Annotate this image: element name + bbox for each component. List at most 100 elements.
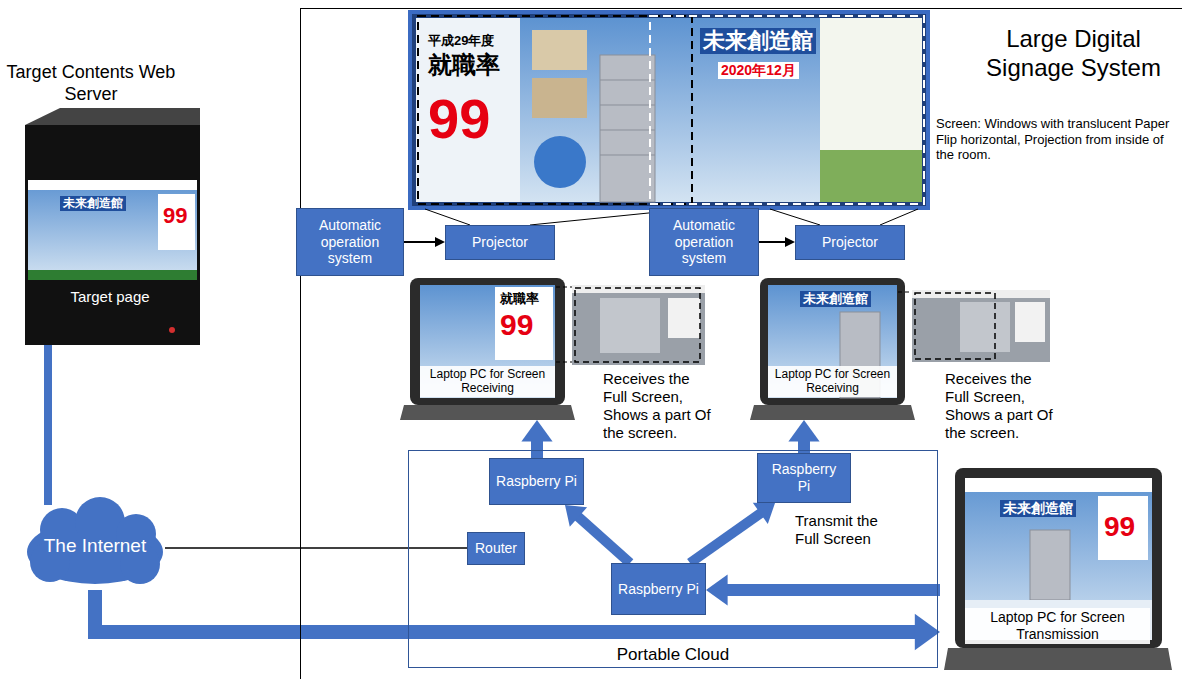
node-label: Portable Cloud [409,645,937,665]
raspberry-pi-box: Raspberry Pi [489,458,584,505]
zoom-guide [556,362,572,363]
screen-photo [520,18,820,202]
box-label: Automatic operation system [303,217,397,267]
connector [690,503,775,563]
node-label: Laptop PC for Screen Receiving [420,366,555,397]
screen-badge [534,136,586,188]
building [600,55,655,202]
receiver-laptop: Laptop PC for Screen Receiving [405,278,570,420]
screen-number: 99 [163,204,187,228]
annotation: Receives the Full Screen, Shows a part O… [945,370,1057,442]
screen-text: 未来創造館 [60,196,126,211]
box-label: Raspberry Pi [496,473,577,490]
connector-line [404,241,436,243]
zoom-guide [556,287,572,288]
connector [759,237,795,247]
zoom-view-right [898,290,1050,362]
zoom-photo [960,302,1010,352]
laptop-base [750,405,915,420]
zoom-panel [668,298,700,338]
screen-number: 99 [1104,512,1135,543]
arrow-head [753,503,775,524]
screen-number: 99 [500,308,533,341]
connector [565,505,630,563]
projection-area [418,16,692,204]
web-page-bar [28,180,197,190]
zoom-bar [572,285,705,293]
laptop-lid [410,278,565,405]
building-floor [600,155,655,156]
web-page-bar [28,270,197,280]
transmitter-laptop: Laptop PC for Screen Transmission [940,468,1170,672]
connector-line [727,584,940,596]
web-page-bar [965,478,1152,492]
box-label: Projector [822,234,878,251]
arrow-head [915,614,940,650]
zoom-view-left [556,285,705,365]
laptop-base [944,648,1172,670]
screen-text: 平成29年度 [428,34,494,48]
node-label: Target Contents Web Server [5,62,177,105]
connector-line [690,513,761,563]
web-page-panel [1098,496,1148,560]
box-label: Raspberry Pi [764,461,844,495]
server-top [25,108,200,125]
web-page-panel [158,194,195,250]
web-page-panel [495,287,553,360]
screen-text: 未来創造館 [700,28,816,54]
server-body [25,125,200,345]
building-floor [600,130,655,131]
arrow-head [785,237,795,247]
annotation: Receives the Full Screen, Shows a part O… [603,370,715,442]
arrow-head [788,420,819,442]
annotation: Transmit the Full Screen [795,512,905,548]
screen-photo [532,30,587,70]
screen-note: Screen: Windows with translucent Paper F… [936,116,1174,163]
screen-photo [532,78,587,118]
screen-panel [820,18,922,202]
node-label: Target page [20,288,200,306]
screen-field [820,150,922,202]
zoom-guide [898,292,912,293]
connector [404,237,445,247]
arrow-head [521,420,552,442]
zoom-frame [915,293,995,359]
node-label: Laptop PC for Screen Receiving [768,366,897,397]
screen-text: 未来創造館 [800,291,871,307]
zoom-photo [600,298,660,353]
zoom-frame [575,288,700,362]
connector-line [165,547,467,549]
control-box: Automatic operation system [649,208,759,276]
zoom-bar [912,290,1050,298]
node-label: Large Digital Signage System [976,25,1171,83]
box-label: Automatic operation system [656,217,752,267]
laptop-lid [760,278,905,405]
receiver-laptop-left [400,278,575,420]
server-led [169,327,175,333]
connector-line [578,516,630,563]
building-floor [600,80,655,81]
web-page [28,180,197,280]
screen-number: 99 [428,88,490,150]
box-label: Router [475,540,517,557]
receiver-laptop-right [750,278,915,420]
arrow-head [435,237,445,247]
raspberry-pi-box: Raspberry Pi [611,563,706,615]
projection-line [880,209,918,225]
portable-cloud-region: Portable Cloud Raspberry Pi Raspberry Pi Ro… [408,450,938,668]
laptop-screen [420,285,555,398]
projector-box: Projector [445,225,555,260]
connector-line [44,345,52,505]
laptop-screen [768,285,897,398]
box-label: Raspberry Pi [618,581,699,598]
connector [95,590,940,650]
zoom-panel [1015,302,1045,342]
screen-text: 未来創造館 [1000,500,1076,517]
screen-panel [416,18,520,202]
screen-text: 就職率 [500,292,539,306]
connector [706,574,940,605]
web-server [25,108,200,345]
projection-area [650,16,924,204]
